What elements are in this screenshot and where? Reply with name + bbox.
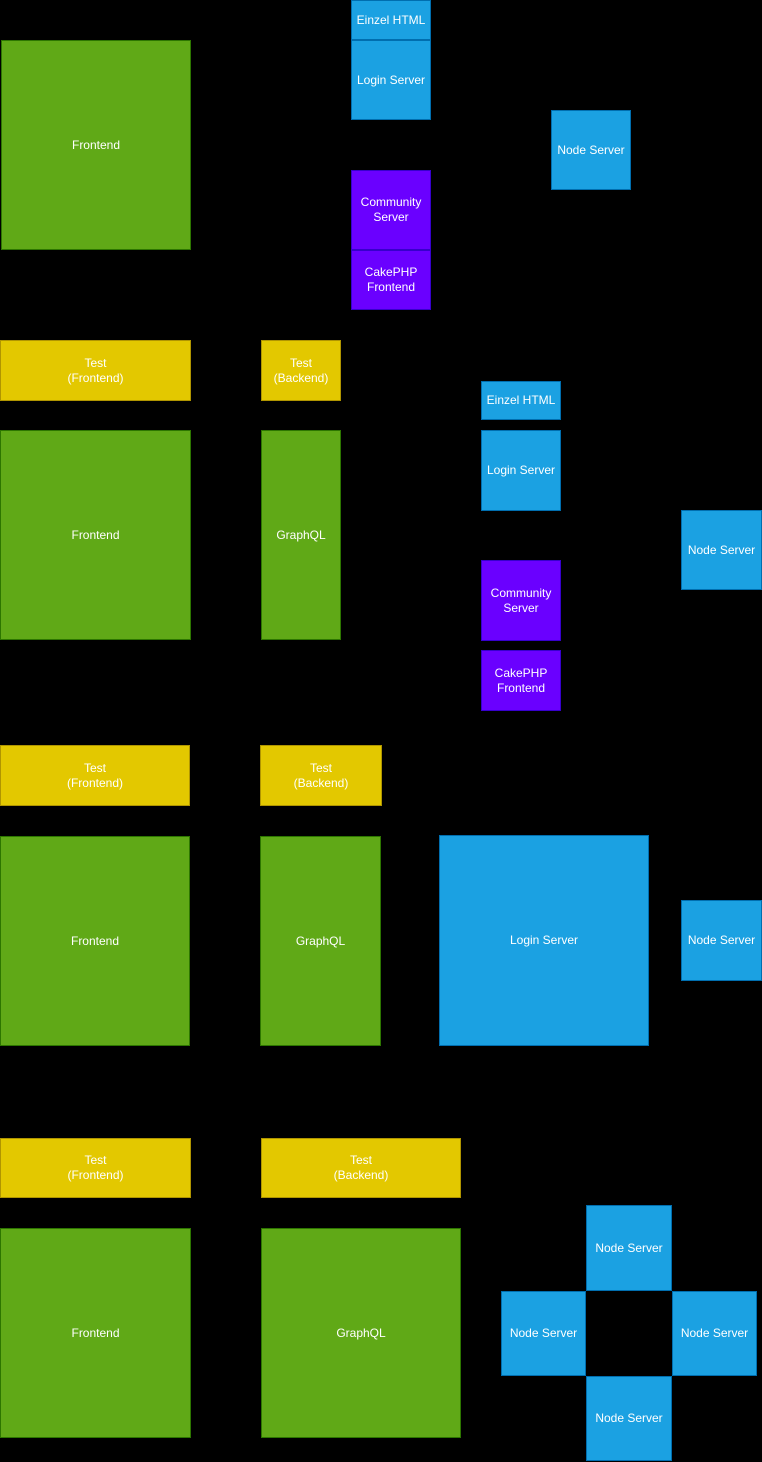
- graphql-box-section4[interactable]: GraphQL: [261, 1228, 461, 1438]
- cakephp-frontend-box-section2[interactable]: CakePHP Frontend: [481, 650, 561, 711]
- node-label: Node Server: [557, 142, 625, 157]
- node-label: Test (Backend): [273, 355, 329, 385]
- frontend-box-section3[interactable]: Frontend: [0, 836, 190, 1046]
- node-server-box-section4-left[interactable]: Node Server: [501, 1291, 586, 1376]
- node-label: Test (Frontend): [67, 355, 124, 385]
- community-server-box-section2[interactable]: Community Server: [481, 560, 561, 641]
- node-label: Test (Frontend): [66, 760, 124, 790]
- node-label: Node Server: [680, 1326, 749, 1340]
- node-label: Node Server: [595, 1411, 663, 1425]
- node-label: Community Server: [490, 585, 552, 615]
- node-label: Frontend: [71, 1325, 120, 1340]
- community-server-box-section1[interactable]: Community Server: [351, 170, 431, 250]
- node-label: Node Server: [509, 1326, 578, 1340]
- node-server-box-section4-right[interactable]: Node Server: [672, 1291, 757, 1376]
- node-label: Frontend: [70, 933, 120, 948]
- node-label: Frontend: [71, 137, 121, 152]
- test-backend-box-section2[interactable]: Test (Backend): [261, 340, 341, 401]
- test-frontend-box-section3[interactable]: Test (Frontend): [0, 745, 190, 806]
- graphql-box-section2[interactable]: GraphQL: [261, 430, 341, 640]
- node-label: GraphQL: [276, 527, 326, 542]
- login-server-box-section1[interactable]: Login Server: [351, 40, 431, 120]
- node-label: Einzel HTML: [486, 393, 556, 407]
- node-label: Login Server: [356, 72, 426, 87]
- node-label: GraphQL: [295, 933, 346, 948]
- node-label: Login Server: [509, 933, 579, 947]
- frontend-box-section4[interactable]: Frontend: [0, 1228, 191, 1438]
- node-label: Einzel HTML: [356, 12, 426, 27]
- node-label: Node Server: [687, 542, 756, 557]
- node-server-box-section4-bottom[interactable]: Node Server: [586, 1376, 672, 1461]
- node-server-box-section2[interactable]: Node Server: [681, 510, 762, 590]
- frontend-box-section2[interactable]: Frontend: [0, 430, 191, 640]
- node-server-box-section3[interactable]: Node Server: [681, 900, 762, 981]
- cakephp-frontend-box-section1[interactable]: CakePHP Frontend: [351, 250, 431, 310]
- test-frontend-box-section2[interactable]: Test (Frontend): [0, 340, 191, 401]
- node-label: Login Server: [486, 463, 556, 477]
- node-server-box-section1[interactable]: Node Server: [551, 110, 631, 190]
- einzel-html-box-section2[interactable]: Einzel HTML: [481, 381, 561, 420]
- graphql-box-section3[interactable]: GraphQL: [260, 836, 381, 1046]
- node-label: CakePHP Frontend: [494, 665, 548, 695]
- node-server-box-section4-top[interactable]: Node Server: [586, 1205, 672, 1291]
- node-label: Test (Backend): [333, 1153, 389, 1182]
- node-label: Node Server: [687, 933, 756, 947]
- node-label: Test (Backend): [293, 760, 349, 790]
- login-server-box-section3[interactable]: Login Server: [439, 835, 649, 1046]
- frontend-box-section1[interactable]: Frontend: [1, 40, 191, 250]
- node-label: Community Server: [360, 195, 422, 224]
- test-frontend-box-section4[interactable]: Test (Frontend): [0, 1138, 191, 1198]
- node-label: Frontend: [71, 527, 120, 542]
- einzel-html-box-section1[interactable]: Einzel HTML: [351, 0, 431, 40]
- node-label: Test (Frontend): [67, 1153, 124, 1182]
- test-backend-box-section4[interactable]: Test (Backend): [261, 1138, 461, 1198]
- node-label: Node Server: [595, 1240, 663, 1255]
- login-server-box-section2[interactable]: Login Server: [481, 430, 561, 511]
- test-backend-box-section3[interactable]: Test (Backend): [260, 745, 382, 806]
- node-label: GraphQL: [336, 1325, 386, 1340]
- node-label: CakePHP Frontend: [364, 265, 418, 294]
